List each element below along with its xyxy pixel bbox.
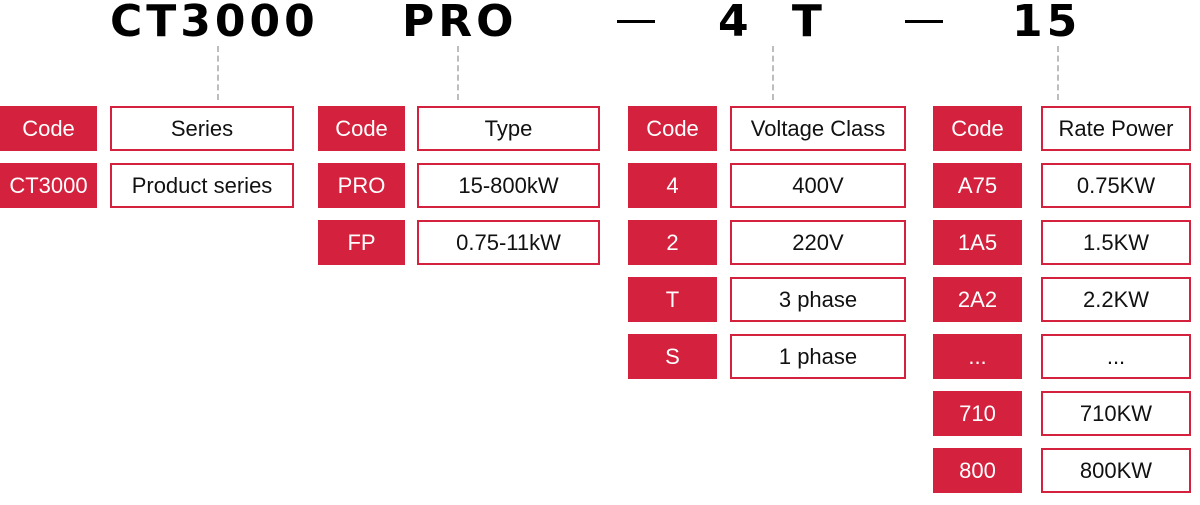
model-code-type: PRO [402,0,518,47]
description-cell: 1.5KW [1041,220,1191,265]
model-code-voltage-phase: 4 T [718,0,826,47]
description-cell: ... [1041,334,1191,379]
leader-line-series [217,46,219,100]
code-cell: 4 [628,163,717,208]
description-cell: Product series [110,163,294,208]
description-cell: 0.75KW [1041,163,1191,208]
description-cell: 220V [730,220,906,265]
model-code-series: CT3000 [110,0,319,47]
code-cell: 710 [933,391,1022,436]
description-cell: 2.2KW [1041,277,1191,322]
code-header-cell: Code [933,106,1022,151]
description-cell: 400V [730,163,906,208]
code-cell: 2A2 [933,277,1022,322]
description-header-cell: Voltage Class [730,106,906,151]
leader-line-power [1057,46,1059,100]
code-header-cell: Code [318,106,405,151]
code-cell: ... [933,334,1022,379]
code-cell: 800 [933,448,1022,493]
code-cell: 1A5 [933,220,1022,265]
description-cell: 15-800kW [417,163,600,208]
code-cell: S [628,334,717,379]
description-header-cell: Type [417,106,600,151]
description-cell: 800KW [1041,448,1191,493]
code-cell: A75 [933,163,1022,208]
code-cell: FP [318,220,405,265]
code-cell: CT3000 [0,163,97,208]
code-cell: T [628,277,717,322]
model-code-separator-1 [617,20,655,23]
description-cell: 1 phase [730,334,906,379]
leader-line-voltage [772,46,774,100]
description-cell: 0.75-11kW [417,220,600,265]
model-code-power: 15 [1012,0,1082,47]
model-code-separator-2 [905,20,943,23]
code-header-cell: Code [0,106,97,151]
code-cell: 2 [628,220,717,265]
description-cell: 3 phase [730,277,906,322]
leader-line-type [457,46,459,100]
code-header-cell: Code [628,106,717,151]
description-header-cell: Series [110,106,294,151]
description-cell: 710KW [1041,391,1191,436]
description-header-cell: Rate Power [1041,106,1191,151]
code-cell: PRO [318,163,405,208]
